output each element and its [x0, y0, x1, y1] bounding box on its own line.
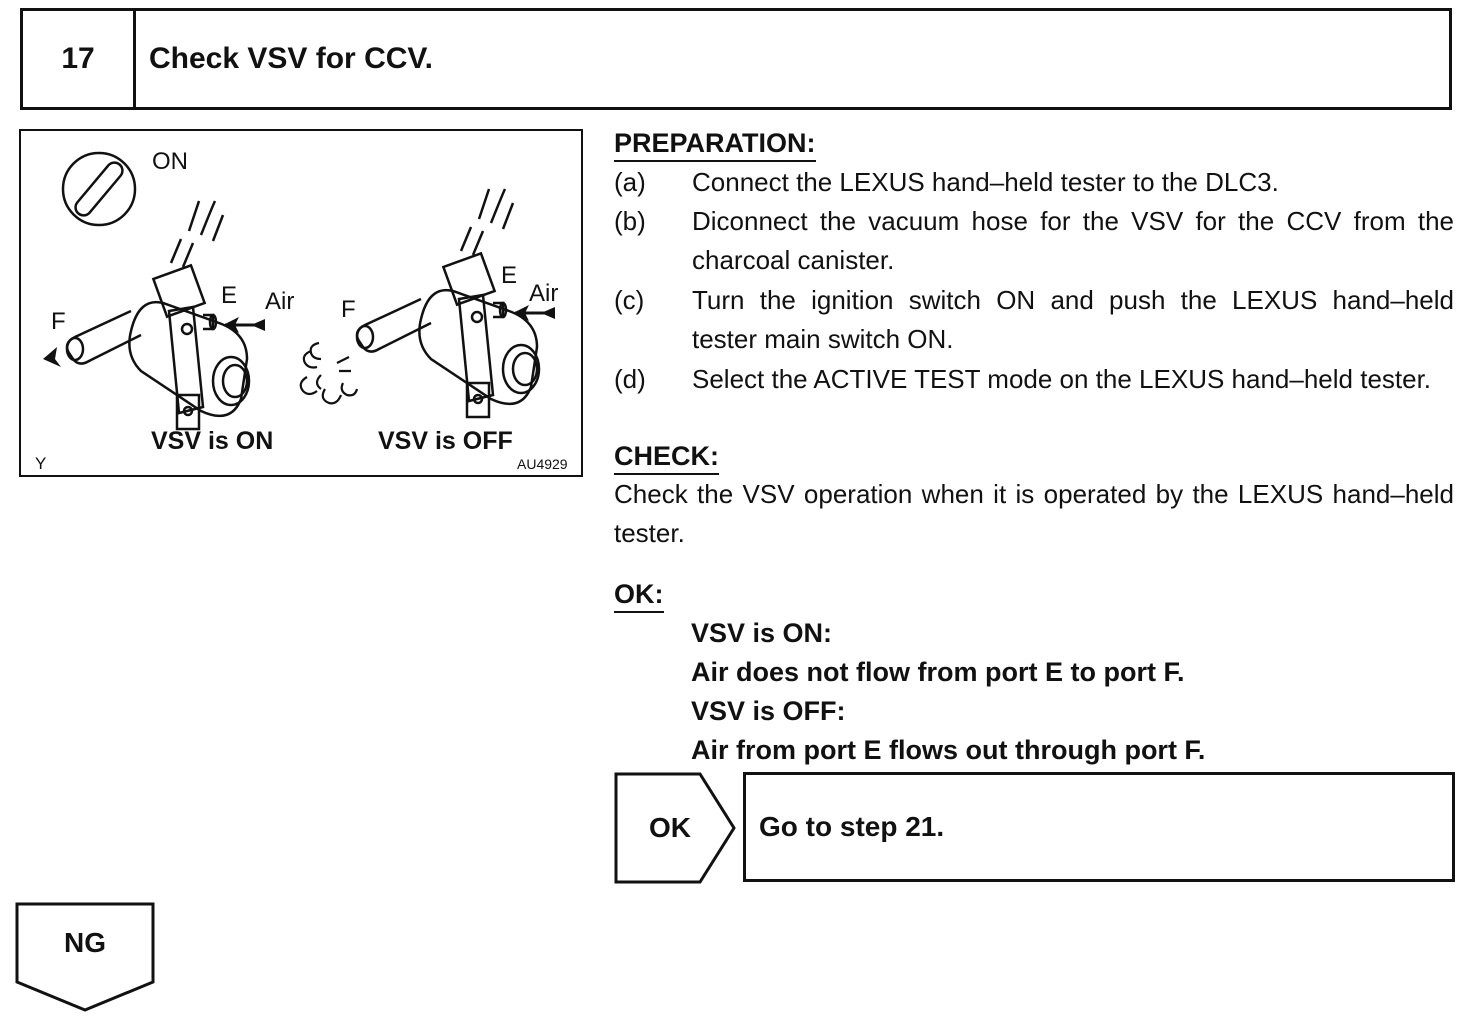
- corner-letter: Y: [35, 454, 46, 473]
- check-text: Check the VSV operation when it is opera…: [614, 479, 1454, 548]
- vsv-on-drawing: [65, 200, 251, 431]
- ignition-on-label: ON: [152, 148, 188, 175]
- right-port-f-label: F: [341, 296, 356, 323]
- prep-item-c: (c) Turn the ignition switch ON and push…: [614, 281, 1454, 359]
- ok-spec-lines: VSV is ON: Air does not flow from port E…: [691, 614, 1205, 770]
- prep-item-label: (c): [614, 285, 645, 315]
- preparation-heading: PREPARATION:: [614, 127, 816, 162]
- left-port-e-label: E: [221, 282, 237, 309]
- vsv-illustration: ON F E: [19, 129, 583, 477]
- check-section: CHECK:: [614, 437, 1454, 476]
- prep-item-text: Select the ACTIVE TEST mode on the LEXUS…: [692, 364, 1432, 394]
- caption-vsv-on: VSV is ON: [151, 427, 273, 455]
- ok-spec-line: VSV is OFF:: [691, 696, 846, 726]
- ng-label: NG: [64, 927, 106, 958]
- ok-label: OK: [649, 812, 691, 843]
- ok-spec-line: VSV is ON:: [691, 618, 833, 648]
- prep-item-label: (a): [614, 167, 646, 197]
- ok-arrow-shape: [614, 772, 736, 884]
- prep-item-text: Connect the LEXUS hand–held tester to th…: [692, 167, 1279, 197]
- prep-item-text: Turn the ignition switch ON and push the…: [692, 285, 1454, 354]
- prep-item-label: (d): [614, 364, 646, 394]
- air-puff-icon: [299, 341, 359, 405]
- right-air-label: Air: [529, 280, 558, 307]
- go-to-step-box: Go to step 21.: [743, 772, 1455, 882]
- prep-item-a: (a) Connect the LEXUS hand–held tester t…: [614, 163, 1454, 202]
- ignition-switch-icon: [61, 151, 137, 227]
- vsv-off-drawing: [355, 188, 541, 419]
- ok-spec-line: Air does not flow from port E to port F.: [691, 657, 1185, 687]
- preparation-list: (a) Connect the LEXUS hand–held tester t…: [614, 163, 1454, 433]
- caption-vsv-off: VSV is OFF: [378, 427, 513, 455]
- check-heading: CHECK:: [614, 440, 719, 475]
- ok-spec-heading: OK:: [614, 578, 664, 613]
- figure-code: AU4929: [517, 456, 568, 472]
- left-port-f-label: F: [51, 308, 66, 335]
- step-number: 17: [23, 11, 136, 107]
- right-port-e-label: E: [501, 262, 517, 289]
- prep-item-b: (b) Diconnect the vacuum hose for the VS…: [614, 202, 1454, 280]
- ng-arrow-shape: [15, 902, 155, 1012]
- step-title: Check VSV for CCV.: [149, 42, 433, 75]
- ok-spec-line: Air from port E flows out through port F…: [691, 735, 1206, 765]
- prep-item-label: (b): [614, 206, 646, 236]
- left-air-label: Air: [265, 288, 294, 315]
- ok-spec-section: OK:: [614, 575, 1454, 614]
- vsv-diagram: ON F E: [35, 148, 568, 473]
- prep-item-d: (d) Select the ACTIVE TEST mode on the L…: [614, 360, 1454, 399]
- prep-item-text: Diconnect the vacuum hose for the VSV fo…: [692, 206, 1454, 275]
- step-header: 17 Check VSV for CCV.: [20, 8, 1452, 110]
- preparation-section: PREPARATION:: [614, 124, 1454, 163]
